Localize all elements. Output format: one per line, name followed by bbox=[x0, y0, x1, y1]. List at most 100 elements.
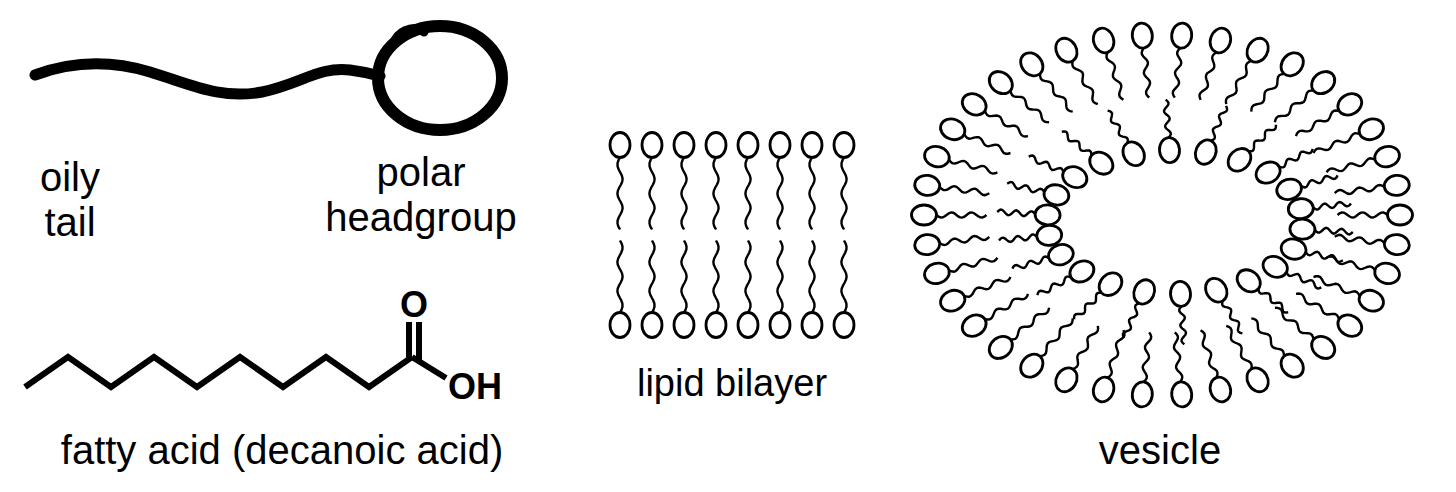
lipid-head bbox=[1035, 204, 1061, 225]
lipid-head bbox=[922, 144, 951, 170]
lipid-tail bbox=[1011, 308, 1050, 340]
lipid-head bbox=[937, 287, 968, 315]
lipid-head bbox=[802, 133, 822, 158]
lipid-head bbox=[1279, 237, 1308, 262]
lipid-tail bbox=[985, 294, 1028, 320]
lipid-tail bbox=[937, 212, 987, 217]
lipid-tail bbox=[1073, 326, 1098, 369]
lipid-tail bbox=[949, 258, 997, 272]
lipid-tail bbox=[1007, 182, 1044, 192]
lipid-tail bbox=[681, 241, 686, 313]
lipid-tail bbox=[1327, 256, 1375, 270]
lipid-tail bbox=[1108, 111, 1128, 144]
lipid-head bbox=[1170, 381, 1193, 408]
lipid-tail bbox=[841, 241, 846, 313]
lipid-head bbox=[958, 311, 990, 341]
lipid-head bbox=[958, 89, 990, 119]
lipid-tail bbox=[1072, 61, 1098, 104]
lipid-tail bbox=[1179, 306, 1186, 344]
figure-label: lipid bilayer bbox=[582, 362, 882, 405]
lipid-tail bbox=[1287, 272, 1322, 289]
lipid-tail bbox=[1062, 131, 1092, 155]
lipid-head bbox=[985, 332, 1017, 363]
lipid-head bbox=[1059, 163, 1090, 191]
lipid-bilayer-drawing bbox=[610, 133, 854, 338]
lipid-tail bbox=[1142, 48, 1150, 98]
lipid-head bbox=[1356, 115, 1387, 143]
lipid-tail bbox=[1315, 228, 1353, 235]
lipid-head bbox=[1287, 197, 1314, 220]
lipid-tail bbox=[1029, 156, 1064, 173]
lipid-tail bbox=[649, 241, 654, 313]
lipid-tail bbox=[1251, 318, 1284, 356]
lipid-tail bbox=[997, 210, 1035, 217]
lipid-head bbox=[1159, 137, 1181, 163]
lipid-head bbox=[834, 133, 854, 158]
lipid-head bbox=[922, 261, 951, 287]
lipid-tail bbox=[1296, 111, 1339, 137]
lipid-tail bbox=[940, 236, 990, 245]
double-bond bbox=[406, 322, 412, 357]
lipid-tail bbox=[841, 158, 846, 230]
lipid-head bbox=[1170, 22, 1193, 49]
lipid-tail bbox=[1279, 149, 1313, 168]
lipid-head bbox=[1334, 311, 1366, 341]
lipid-tail bbox=[1249, 125, 1276, 151]
lipid-tail bbox=[1040, 74, 1073, 112]
lipid-tail bbox=[745, 158, 750, 230]
part-label: oily tail bbox=[15, 155, 125, 245]
lipid-head bbox=[738, 313, 758, 338]
lipid-tail bbox=[713, 241, 718, 313]
lipid-head bbox=[1192, 137, 1220, 168]
lipid-head bbox=[1289, 219, 1315, 240]
lipid-head bbox=[1388, 205, 1413, 225]
lipid-head bbox=[770, 133, 790, 158]
lipid-head bbox=[1243, 364, 1273, 396]
lipid-tail bbox=[999, 234, 1037, 242]
lipid-head bbox=[1201, 274, 1231, 306]
lipid-head bbox=[674, 133, 694, 158]
lipid-tail bbox=[777, 241, 782, 313]
lipid-head bbox=[1090, 25, 1117, 55]
lipid-tail bbox=[1200, 52, 1217, 99]
lipid-head bbox=[642, 133, 662, 158]
lipid-tail bbox=[809, 158, 814, 230]
lipid-head bbox=[1260, 253, 1291, 281]
lipid-head bbox=[674, 313, 694, 338]
lipid-tail bbox=[1275, 91, 1314, 123]
lipid-head bbox=[1372, 261, 1401, 287]
lipid-tail bbox=[1123, 303, 1139, 338]
lipid-head bbox=[1372, 144, 1401, 170]
lipid-tail bbox=[1327, 158, 1375, 172]
lipid-tail bbox=[1074, 293, 1101, 319]
lipid-head bbox=[1383, 233, 1410, 256]
lipid-tail bbox=[1275, 308, 1314, 340]
lipid-head bbox=[1170, 281, 1192, 307]
lipid-tail bbox=[1335, 235, 1385, 244]
lipid-tail bbox=[1251, 74, 1284, 112]
oily-tail-line bbox=[35, 64, 380, 94]
lipid-head bbox=[1130, 276, 1158, 307]
lipid-tail bbox=[681, 158, 686, 230]
lipid-tail bbox=[1211, 106, 1227, 141]
lipid-head bbox=[1383, 174, 1410, 197]
lipid-head bbox=[912, 205, 937, 225]
double-bond bbox=[416, 322, 422, 360]
lipid-tail bbox=[940, 186, 990, 195]
lipid-head bbox=[1307, 67, 1339, 98]
lipid-head bbox=[914, 174, 941, 197]
lipid-head bbox=[1224, 144, 1256, 176]
lipid-head bbox=[1051, 34, 1081, 66]
lipid-tail bbox=[1173, 48, 1182, 98]
lipid-tail bbox=[1306, 252, 1343, 262]
lipid-tail bbox=[964, 134, 1010, 154]
lipid-tail bbox=[1143, 332, 1152, 382]
lipid-tail bbox=[1012, 257, 1049, 269]
lipid-head bbox=[610, 133, 630, 158]
lipid-tail bbox=[1301, 175, 1338, 187]
figure-label: vesicle bbox=[1010, 428, 1310, 473]
lipid-head bbox=[738, 133, 758, 158]
lipid-tail bbox=[1201, 330, 1218, 377]
